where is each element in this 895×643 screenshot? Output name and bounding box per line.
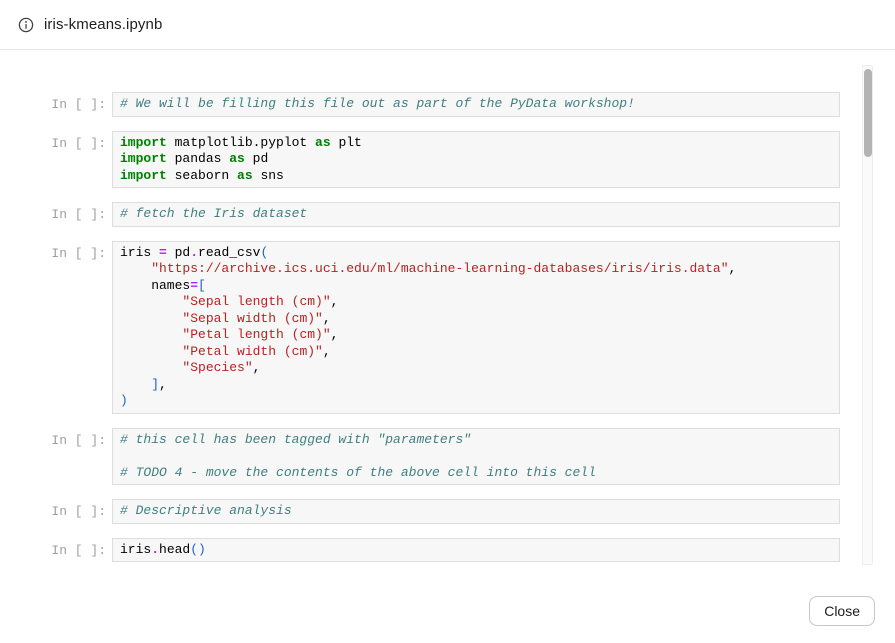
code-line: ],	[151, 376, 167, 392]
code-line: import matplotlib.pyplot as plt	[120, 134, 362, 150]
code-line: # this cell has been tagged with "parame…	[120, 431, 472, 447]
code-line: import pandas as pd	[120, 151, 269, 166]
code-line: names=[	[120, 277, 206, 293]
notebook-cell: In [ ]: # Descriptive analysis	[0, 499, 895, 524]
notebook-cells: In [ ]: # We will be filling this file ou…	[0, 51, 895, 562]
cell-prompt: In [ ]:	[51, 542, 106, 558]
code-line: "Sepal width (cm)",	[182, 310, 331, 326]
notebook-scroll-area: In [ ]: # We will be filling this file ou…	[0, 51, 895, 643]
close-button[interactable]: Close	[809, 596, 875, 626]
code-line: )	[120, 393, 128, 408]
code-line: "https://archive.ics.uci.edu/ml/machine-…	[151, 261, 737, 276]
cell-prompt: In [ ]:	[51, 245, 106, 261]
code-line: # fetch the Iris dataset	[120, 206, 308, 221]
cell-code: iris.head()	[112, 537, 840, 562]
code-line: # We will be filling this file out as pa…	[120, 96, 635, 111]
cell-code: # Descriptive analysis	[112, 499, 840, 524]
code-line: # TODO 4 - move the contents of the abov…	[120, 464, 596, 480]
code-line: import seaborn as sns	[120, 167, 284, 183]
cell-prompt: In [ ]:	[51, 504, 106, 519]
notebook-preview-modal: iris-kmeans.ipynb In [ ]: # We will be fi…	[0, 0, 895, 626]
code-line: "Petal length (cm)",	[182, 327, 339, 342]
cell-code: # We will be filling this file out as pa…	[112, 92, 840, 117]
cell-code: # fetch the Iris dataset	[112, 202, 840, 227]
code-line: # Descriptive analysis	[120, 503, 292, 518]
cell-prompt: In [ ]:	[51, 207, 106, 222]
scrollbar-track[interactable]	[862, 65, 873, 565]
cell-prompt: In [ ]:	[51, 135, 106, 151]
notebook-cell: In [ ]: iris.head()	[0, 537, 895, 562]
notebook-cell: In [ ]: # fetch the Iris dataset	[0, 202, 895, 227]
code-line	[120, 448, 832, 465]
info-icon	[18, 17, 34, 33]
cell-prompt: In [ ]:	[51, 432, 106, 448]
scrollbar-thumb[interactable]	[863, 69, 872, 157]
cell-code: iris = pd.read_csv( "https://archive.ics…	[112, 240, 840, 414]
notebook-cell: In [ ]: # this cell has been tagged with …	[0, 427, 895, 485]
page-title: iris-kmeans.ipynb	[44, 16, 163, 33]
header: iris-kmeans.ipynb	[0, 0, 895, 50]
code-line: "Sepal length (cm)",	[182, 294, 339, 309]
cell-code: # this cell has been tagged with "parame…	[112, 427, 840, 485]
code-line: "Species",	[182, 360, 261, 375]
code-line: "Petal width (cm)",	[182, 343, 331, 359]
cell-prompt: In [ ]:	[51, 97, 106, 112]
code-line: iris.head()	[120, 541, 206, 557]
notebook-cell: In [ ]: # We will be filling this file ou…	[0, 92, 895, 117]
code-line: iris = pd.read_csv(	[120, 244, 269, 260]
notebook-cell: In [ ]: iris = pd.read_csv( "https://arch…	[0, 240, 895, 414]
